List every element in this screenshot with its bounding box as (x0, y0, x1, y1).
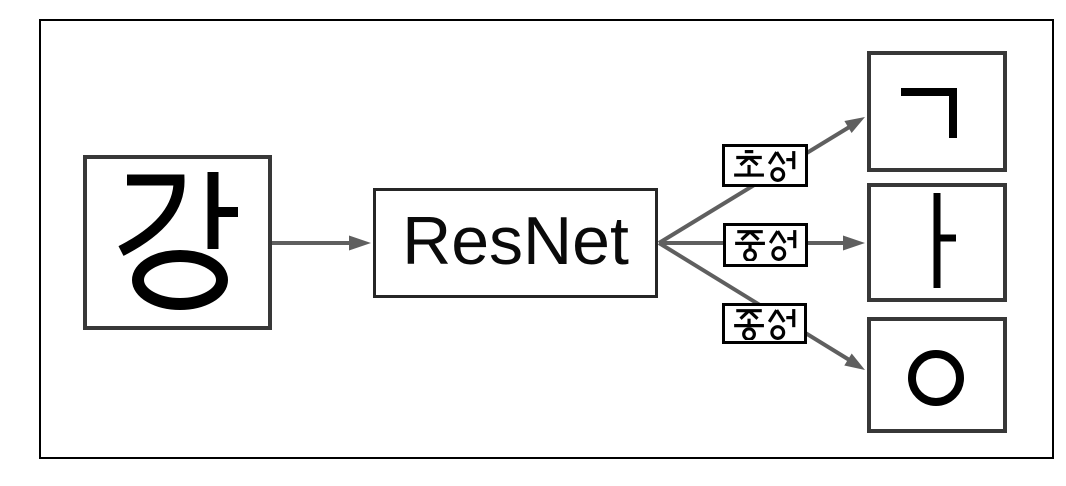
jamo-giyeok-glyph (901, 88, 957, 138)
jamo-ieung-glyph (908, 350, 964, 406)
hangul-syllable-gang-glyph (118, 172, 238, 310)
branch-label-jungseong (723, 223, 808, 267)
output-box-jungseong (867, 183, 1007, 302)
jongseong-text-glyph (733, 308, 795, 340)
resnet-label: ResNet (402, 203, 629, 279)
input-char-box (83, 155, 272, 330)
choseong-text-glyph (734, 149, 796, 182)
output-box-jongseong (867, 317, 1007, 433)
jungseong-text-glyph (734, 230, 796, 261)
branch-label-jongseong (722, 303, 807, 344)
output-box-choseong (867, 51, 1007, 172)
branch-label-choseong (722, 144, 808, 187)
jamo-a-glyph (933, 193, 956, 288)
resnet-box: ResNet (373, 188, 658, 298)
outer-frame (39, 19, 1054, 459)
